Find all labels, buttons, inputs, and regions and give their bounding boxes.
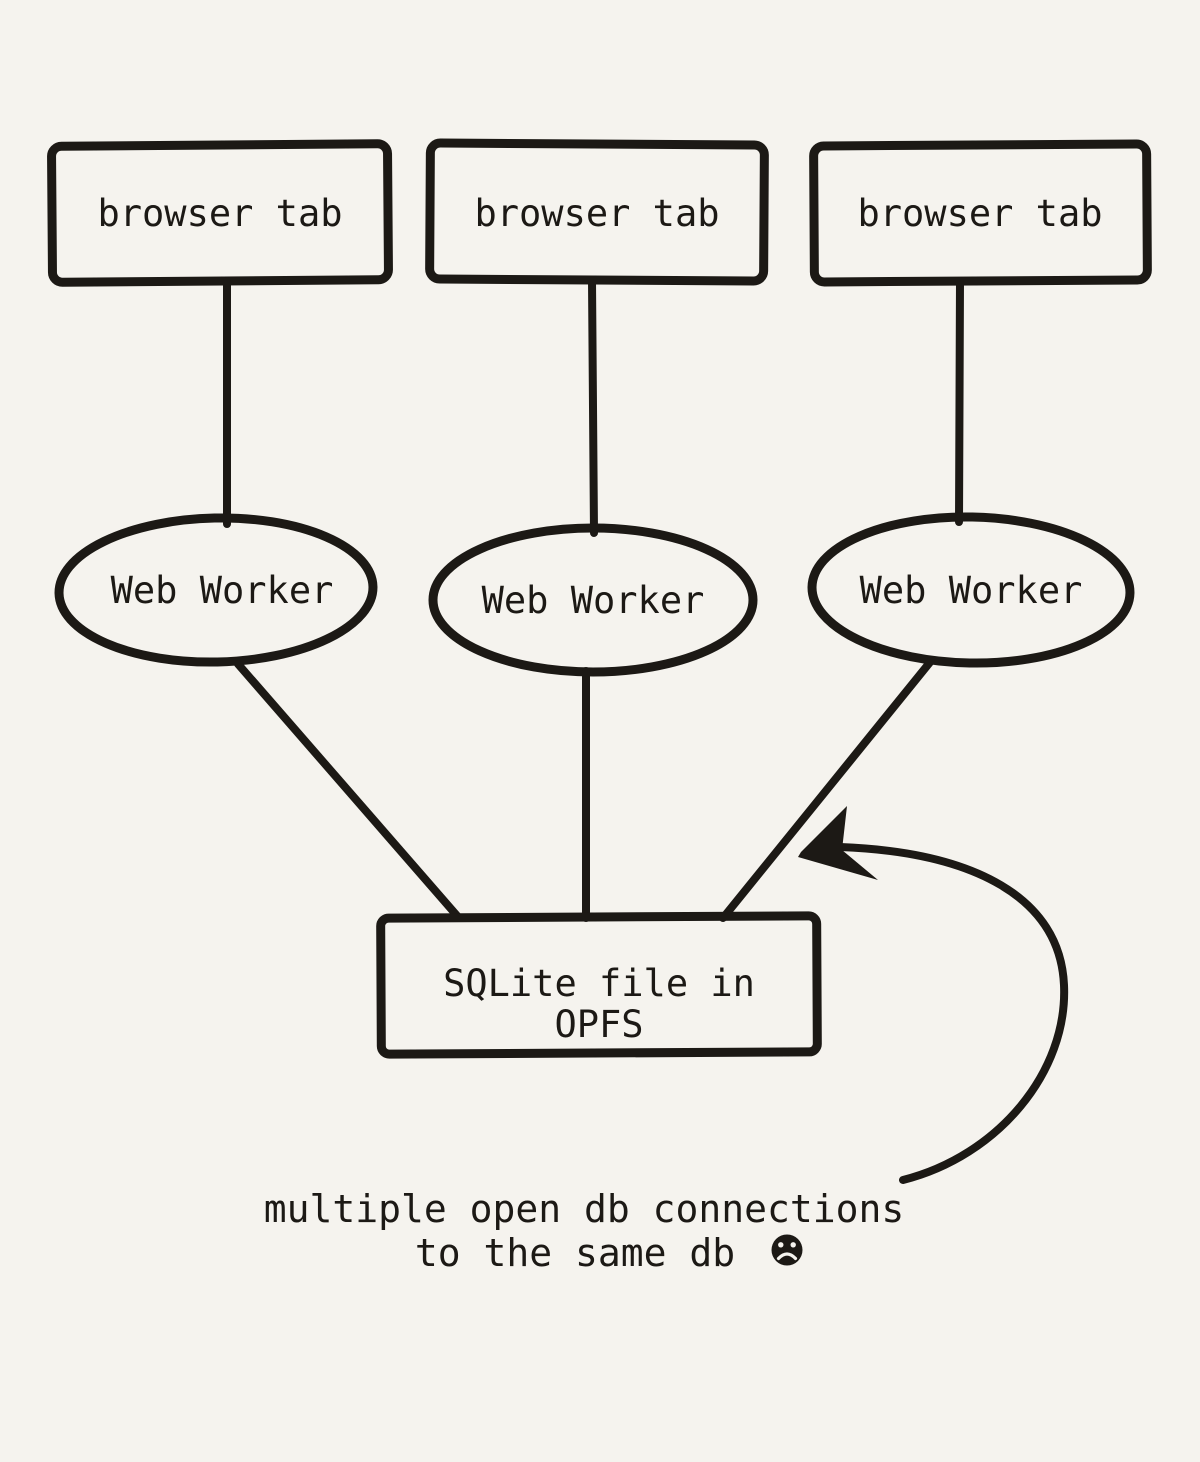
browser-tab-box-2 bbox=[425, 138, 769, 286]
frowning-face-icon bbox=[771, 1234, 803, 1266]
web-worker-node-3: Web Worker bbox=[807, 512, 1135, 668]
annotation-line-2: to the same db bbox=[415, 1231, 735, 1275]
web-worker-ellipse-2 bbox=[428, 523, 758, 677]
browser-tab-label-1: browser tab bbox=[97, 192, 342, 235]
web-worker-node-1: Web Worker bbox=[54, 513, 378, 667]
browser-tab-node-2: browser tab bbox=[425, 138, 769, 286]
browser-tab-node-1: browser tab bbox=[47, 139, 393, 287]
browser-tab-node-3: browser tab bbox=[809, 139, 1152, 287]
web-worker-label-2: Web Worker bbox=[482, 579, 705, 622]
worker-db-connector-1 bbox=[234, 660, 463, 922]
browser-tab-label-3: browser tab bbox=[857, 192, 1102, 235]
worker-db-connector-3 bbox=[719, 657, 935, 922]
browser-tab-label-2: browser tab bbox=[474, 192, 719, 235]
web-worker-label-1: Web Worker bbox=[111, 569, 334, 612]
annotation-line-1: multiple open db connections bbox=[264, 1187, 905, 1231]
sqlite-label-line-1: SQLite file in bbox=[443, 962, 755, 1005]
web-worker-node-2: Web Worker bbox=[428, 523, 758, 677]
sqlite-opfs-box bbox=[376, 911, 822, 1059]
web-worker-label-3: Web Worker bbox=[860, 569, 1083, 612]
sqlite-label-line-2: OPFS bbox=[554, 1003, 643, 1046]
curved-arrow bbox=[836, 843, 1069, 1184]
browser-tab-box-3 bbox=[809, 139, 1152, 287]
sqlite-opfs-node: SQLite file in OPFS bbox=[376, 911, 822, 1059]
tab-worker-connector-3 bbox=[955, 277, 964, 526]
arrowhead-icon bbox=[798, 806, 878, 880]
web-worker-ellipse-3 bbox=[807, 512, 1135, 668]
browser-tab-box-1 bbox=[47, 139, 393, 287]
tab-worker-connector-2 bbox=[588, 277, 598, 537]
web-worker-ellipse-1 bbox=[54, 513, 378, 667]
